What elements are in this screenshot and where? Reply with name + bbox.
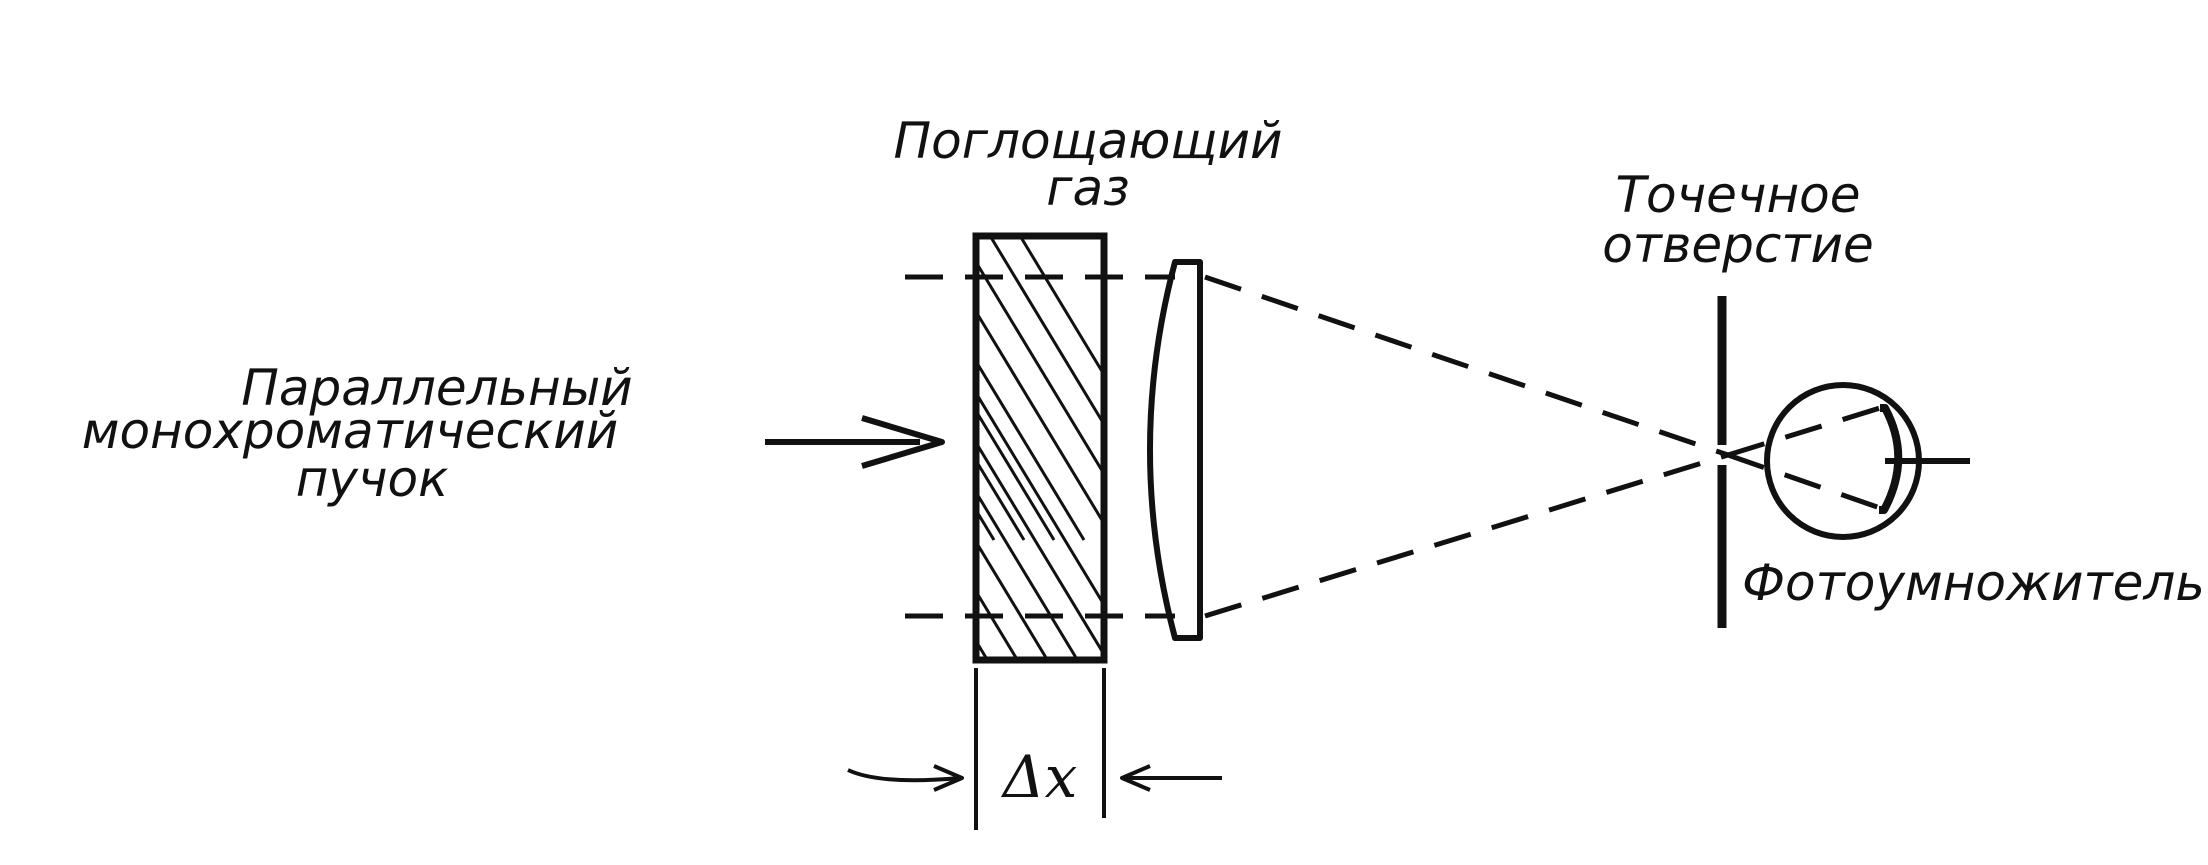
absorbing-gas-label-line2: газ	[1046, 159, 1130, 217]
thickness-dimension	[847, 668, 1222, 830]
absorbing-gas-cell	[972, 232, 1108, 664]
gas-hatching	[976, 236, 1104, 660]
converging-beam-dashed-lines	[1204, 274, 1881, 619]
parallel-beam-dashed-lines	[905, 274, 1175, 619]
incoming-beam-arrow	[765, 415, 945, 469]
pinhole-label-line1: Точечное	[1615, 166, 1860, 224]
absorbing-gas-label-line1: Поглощающий	[894, 112, 1283, 170]
converging-lens	[1147, 259, 1203, 641]
pinhole-label-line2: отверстие	[1602, 216, 1874, 274]
beam-label-line3: пучок	[296, 450, 449, 508]
thickness-label: Δx	[1001, 743, 1078, 811]
photomultiplier-icon	[1764, 382, 1970, 540]
photomultiplier-label: Фотоумножитель	[1742, 554, 2205, 612]
beam-label-line1: Параллельный	[241, 359, 632, 417]
beam-label-line2: монохроматический	[82, 402, 618, 460]
